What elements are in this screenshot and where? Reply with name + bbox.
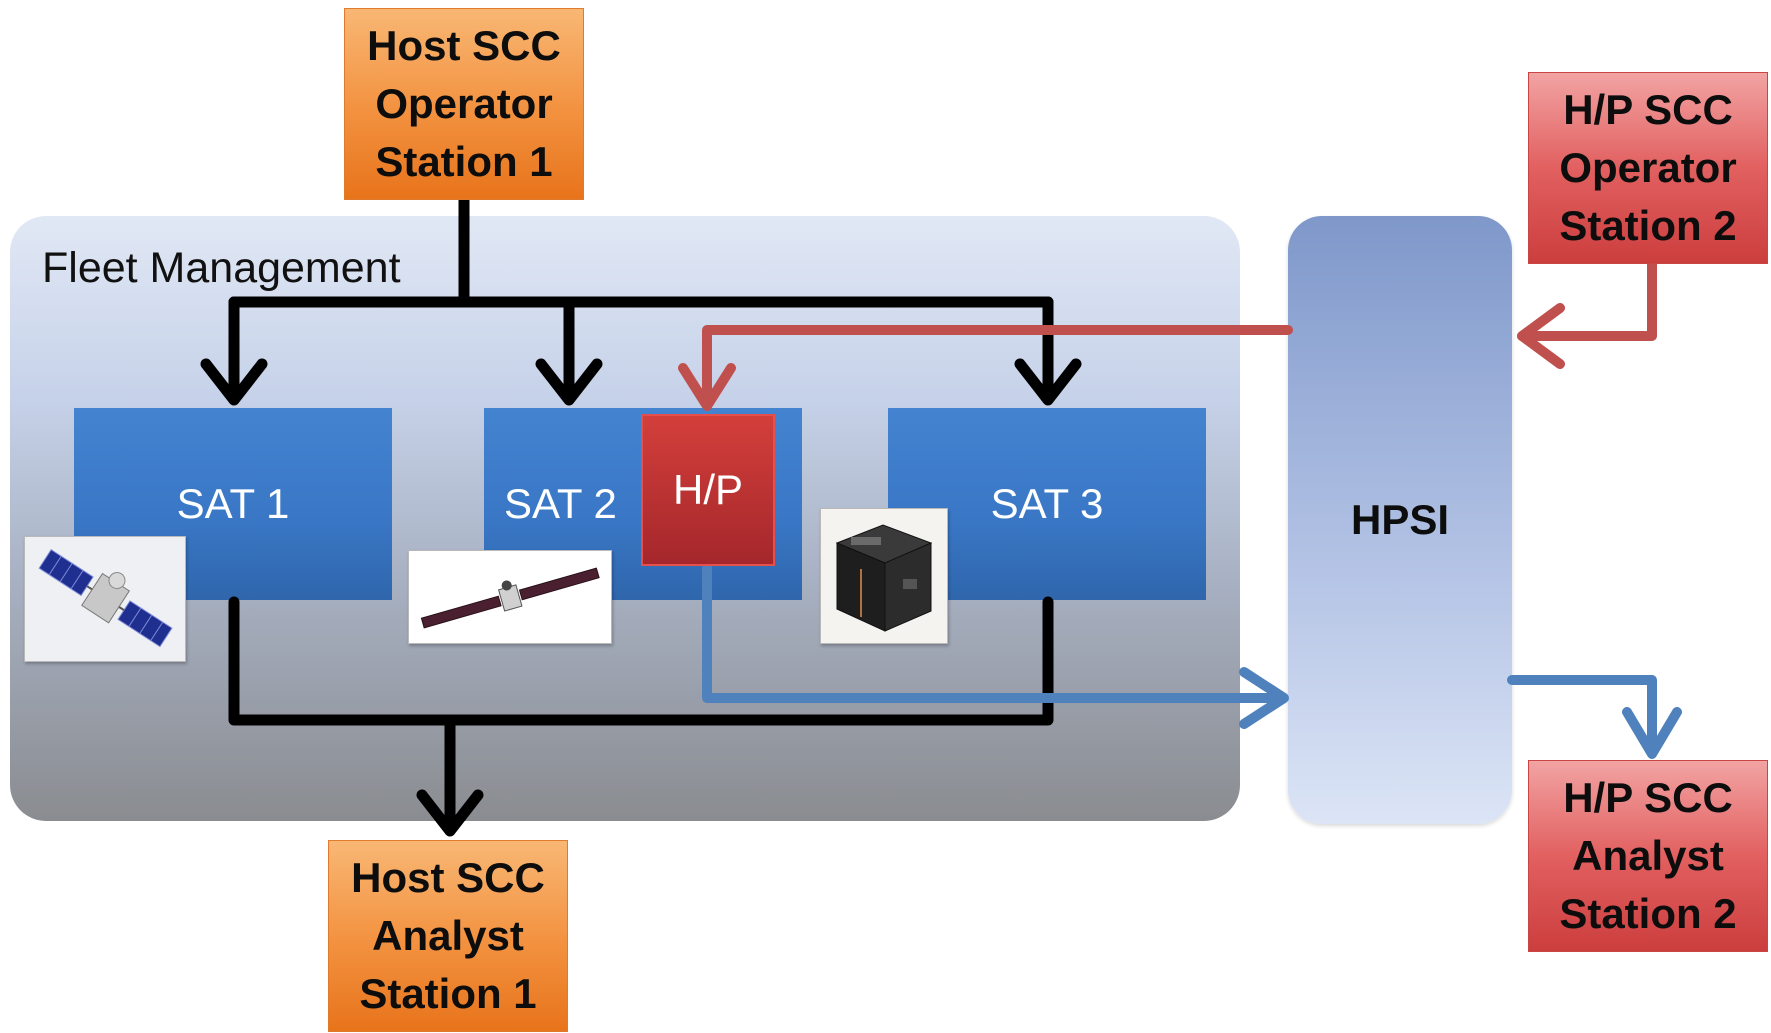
long-solar-array-satellite-icon — [409, 551, 611, 643]
host-operator-label: Host SCC Operator Station 1 — [367, 22, 561, 185]
sat2-label: SAT 2 — [504, 480, 617, 527]
sat2-image — [408, 550, 612, 644]
communications-satellite-icon — [25, 537, 185, 661]
hosted-payload-label: H/P — [672, 466, 743, 513]
fleet-management-title: Fleet Management — [42, 244, 401, 292]
sat3-image — [820, 508, 948, 644]
hpsi-interface: HPSI — [1288, 216, 1512, 824]
hp-scc-operator-station: H/P SCC Operator Station 2 — [1528, 72, 1768, 264]
hpsi-label: HPSI — [1350, 496, 1450, 543]
hp-scc-analyst-station: H/P SCC Analyst Station 2 — [1528, 760, 1768, 952]
hp-operator-label: H/P SCC Operator Station 2 — [1559, 86, 1737, 249]
hosted-payload-block: H/P — [641, 414, 775, 566]
hp-analyst-label: H/P SCC Analyst Station 2 — [1559, 774, 1737, 937]
sat1-label: SAT 1 — [176, 480, 290, 527]
host-analyst-label: Host SCC Analyst Station 1 — [351, 854, 545, 1017]
host-scc-operator-station: Host SCC Operator Station 1 — [344, 8, 584, 200]
sat3-label: SAT 3 — [990, 480, 1104, 527]
sat1-image — [24, 536, 186, 662]
host-scc-analyst-station: Host SCC Analyst Station 1 — [328, 840, 568, 1032]
cubesat-icon — [821, 509, 947, 643]
